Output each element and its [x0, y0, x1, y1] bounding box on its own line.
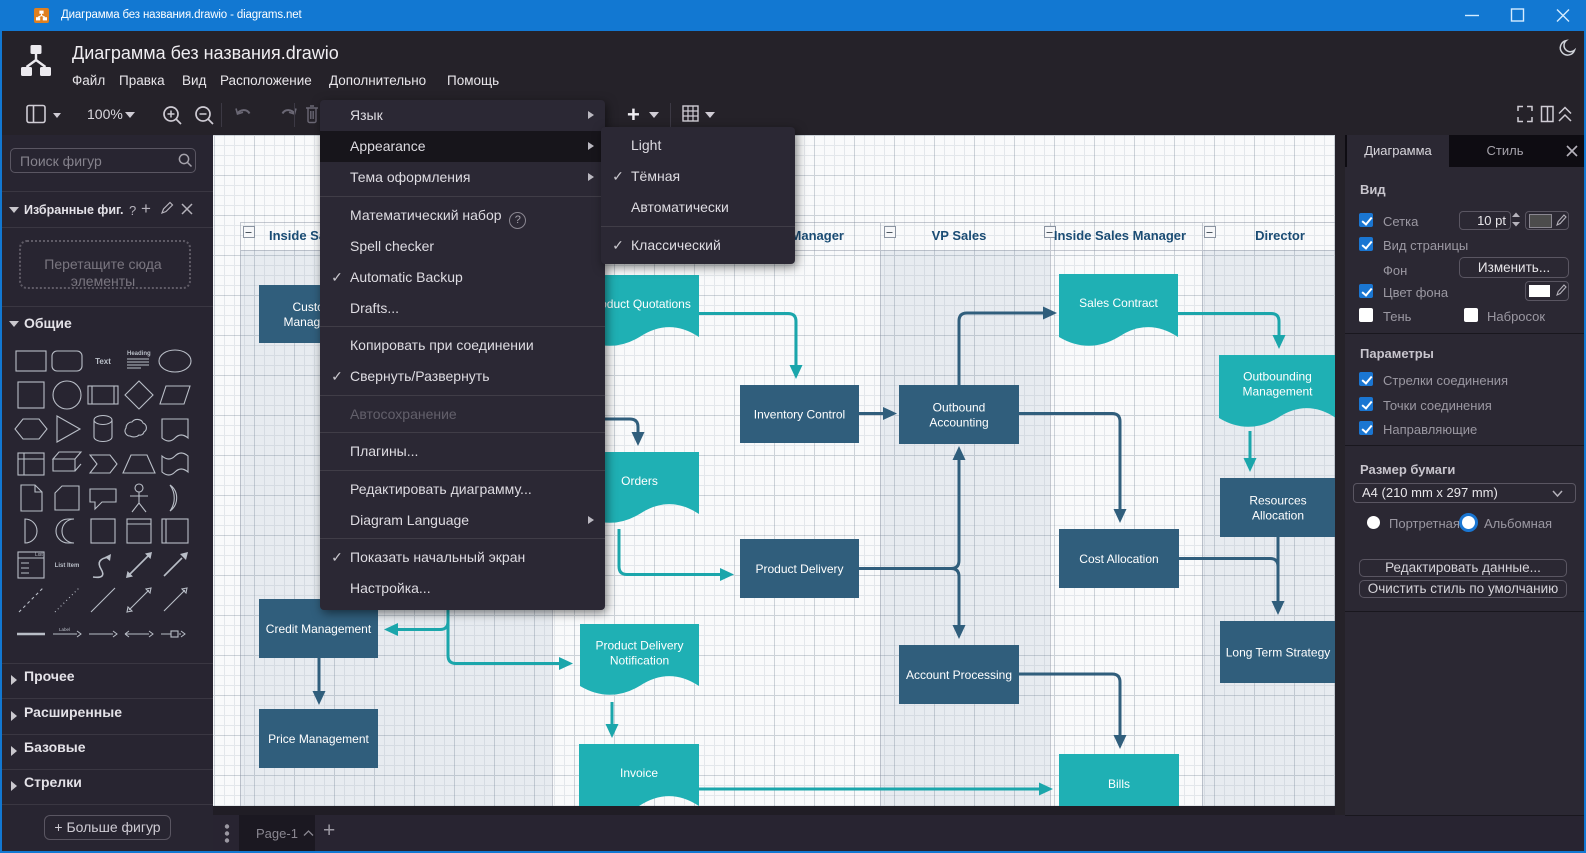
svg-text:Product Quotations: Product Quotations: [588, 297, 691, 311]
svg-text:Inside Sales Manager: Inside Sales Manager: [1054, 228, 1186, 243]
svg-text:Text: Text: [95, 357, 111, 366]
svg-text:Outbounding: Outbounding: [1243, 370, 1312, 384]
svg-text:Bills: Bills: [1108, 777, 1130, 791]
svg-text:Sales Contract: Sales Contract: [1079, 296, 1158, 310]
svg-text:Account Processing: Account Processing: [906, 668, 1012, 682]
svg-text:Orders: Orders: [621, 474, 658, 488]
svg-text:List: List: [35, 552, 43, 558]
svg-text:Long Term Strategy: Long Term Strategy: [1226, 646, 1331, 660]
svg-text:Heading: Heading: [127, 351, 151, 357]
svg-text:Cost Allocation: Cost Allocation: [1079, 552, 1158, 566]
svg-text:Price Management: Price Management: [268, 732, 369, 746]
svg-text:Product Delivery: Product Delivery: [755, 562, 843, 576]
svg-text:Product Delivery: Product Delivery: [595, 639, 683, 653]
svg-text:Invoice: Invoice: [620, 766, 658, 780]
svg-text:Inventory Control: Inventory Control: [754, 408, 845, 422]
svg-text:List Item: List Item: [55, 563, 80, 569]
svg-text:Label: Label: [59, 627, 70, 632]
svg-text:Accounting: Accounting: [929, 416, 988, 430]
svg-text:Management: Management: [1242, 385, 1313, 399]
svg-text:Notification: Notification: [610, 654, 669, 668]
svg-text:Credit Management: Credit Management: [266, 622, 372, 636]
svg-text:Outbound: Outbound: [933, 401, 986, 415]
svg-text:Resources: Resources: [1249, 494, 1306, 508]
svg-text:Allocation: Allocation: [1252, 509, 1304, 523]
svg-text:VP Sales: VP Sales: [932, 228, 987, 243]
svg-text:Director: Director: [1255, 228, 1305, 243]
